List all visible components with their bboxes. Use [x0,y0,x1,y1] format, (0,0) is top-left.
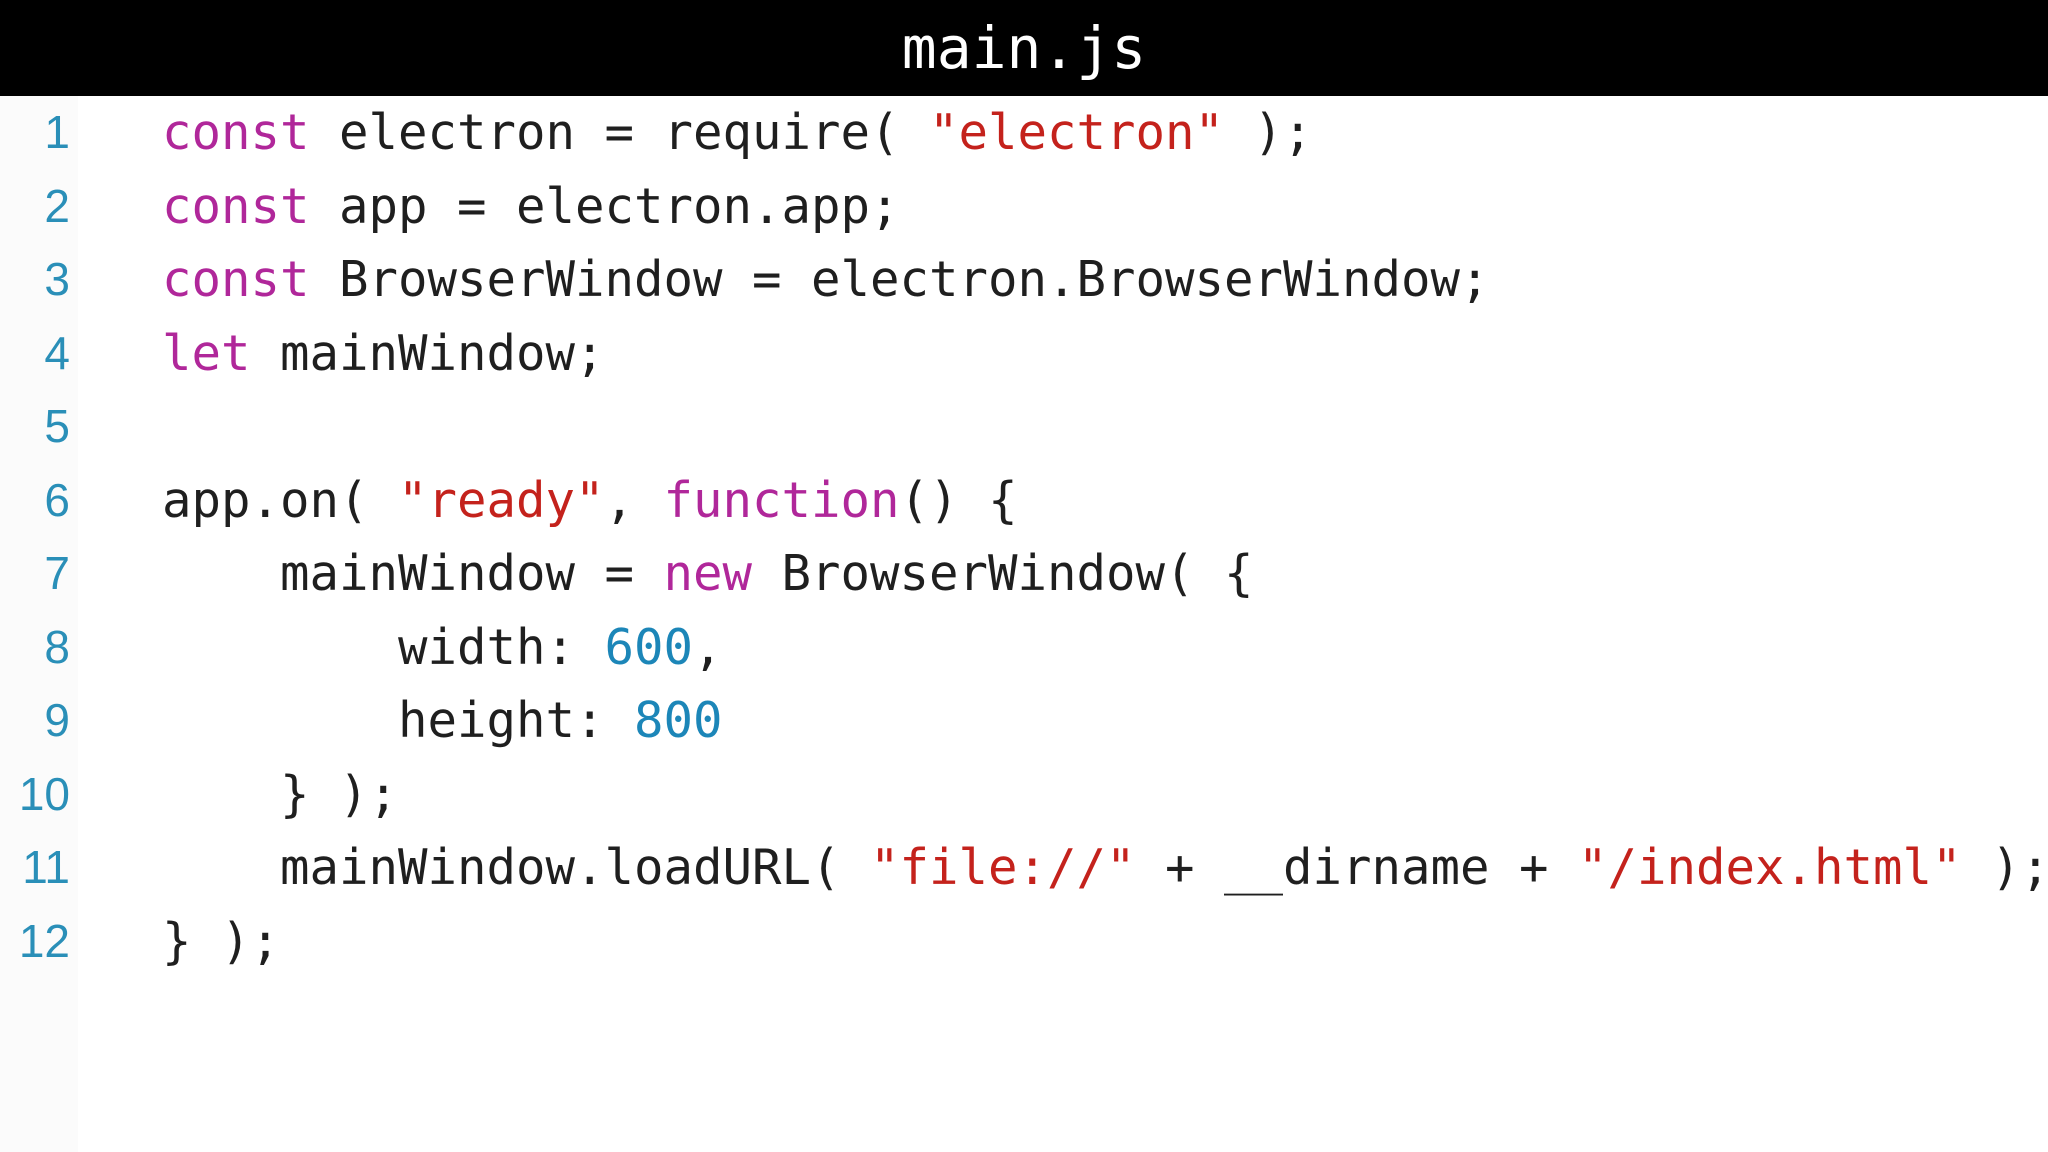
code-token-plain: ); [1224,104,1313,162]
code-token-keyword: const [162,251,310,309]
code-line[interactable]: 12 } ); [0,905,2048,979]
code-token-keyword: const [162,104,310,162]
file-title: main.js [901,14,1147,82]
line-number: 6 [44,473,70,526]
code-line[interactable]: 8 width: 600, [0,611,2048,685]
code-token-plain: , [604,471,664,529]
line-code: let mainWindow; [162,317,605,391]
code-line[interactable]: 5 [0,390,2048,464]
code-line[interactable]: 4 let mainWindow; [0,317,2048,391]
code-token-plain: mainWindow; [250,324,605,382]
line-code: mainWindow.loadURL( "file://" + __dirnam… [162,831,2048,905]
code-editor[interactable]: 1 const electron = require( "electron" );… [0,96,2048,1152]
code-token-plain: width: [162,618,605,676]
code-token-plain: BrowserWindow = electron.BrowserWindow; [309,251,1490,309]
code-token-plain: } ); [162,912,281,970]
code-line[interactable]: 1 const electron = require( "electron" ); [0,96,2048,170]
code-token-number: 600 [604,618,694,676]
code-line[interactable]: 6 app.on( "ready", function() { [0,464,2048,538]
code-token-plain: } ); [162,765,399,823]
code-token-string: "ready" [398,471,605,529]
code-token-plain: mainWindow = [162,545,664,603]
code-token-string: "file://" [870,839,1136,897]
code-line[interactable]: 3 const BrowserWindow = electron.BrowserW… [0,243,2048,317]
line-number: 7 [44,547,70,600]
line-number: 1 [44,106,70,159]
line-number: 9 [44,694,70,747]
line-code: width: 600, [162,611,723,685]
line-number: 4 [44,326,70,379]
code-line[interactable]: 7 mainWindow = new BrowserWindow( { [0,537,2048,611]
line-code: mainWindow = new BrowserWindow( { [162,537,1254,611]
code-token-keyword: function [663,471,900,529]
line-number: 2 [44,179,70,232]
line-code: const BrowserWindow = electron.BrowserWi… [162,243,1490,317]
code-token-keyword: let [162,324,251,382]
line-number: 10 [18,767,70,820]
line-code: height: 800 [162,684,723,758]
code-token-plain: electron = require( [309,104,930,162]
code-token-string: "electron" [929,104,1225,162]
code-line[interactable]: 11 mainWindow.loadURL( "file://" + __dir… [0,831,2048,905]
code-token-plain: app.on( [162,471,399,529]
line-code: } ); [162,905,280,979]
line-code: const electron = require( "electron" ); [162,96,1313,170]
code-token-plain: , [693,618,723,676]
code-token-plain: () { [899,471,1018,529]
line-number: 12 [18,914,70,967]
code-token-string: "/index.html" [1578,839,1962,897]
line-number: 5 [44,400,70,453]
code-token-plain: ); [1961,839,2048,897]
title-bar: main.js [0,0,2048,96]
code-token-keyword: new [663,545,753,603]
code-line[interactable]: 2 const app = electron.app; [0,170,2048,244]
line-number: 11 [22,841,70,894]
line-code: app.on( "ready", function() { [162,464,1018,538]
code-token-plain: BrowserWindow( { [752,545,1254,603]
code-line[interactable]: 9 height: 800 [0,684,2048,758]
line-number: 3 [44,253,70,306]
code-token-number: 800 [634,692,723,750]
code-token-plain: app = electron.app; [309,177,900,235]
code-token-plain: + __dirname + [1135,839,1579,897]
line-number-gutter [0,96,78,1152]
code-token-plain: mainWindow.loadURL( [162,839,871,897]
code-token-keyword: const [162,177,310,235]
line-code: const app = electron.app; [162,170,900,244]
line-number: 8 [44,620,70,673]
code-line[interactable]: 10 } ); [0,758,2048,832]
line-code: } ); [162,758,398,832]
code-token-plain: height: [162,692,635,750]
